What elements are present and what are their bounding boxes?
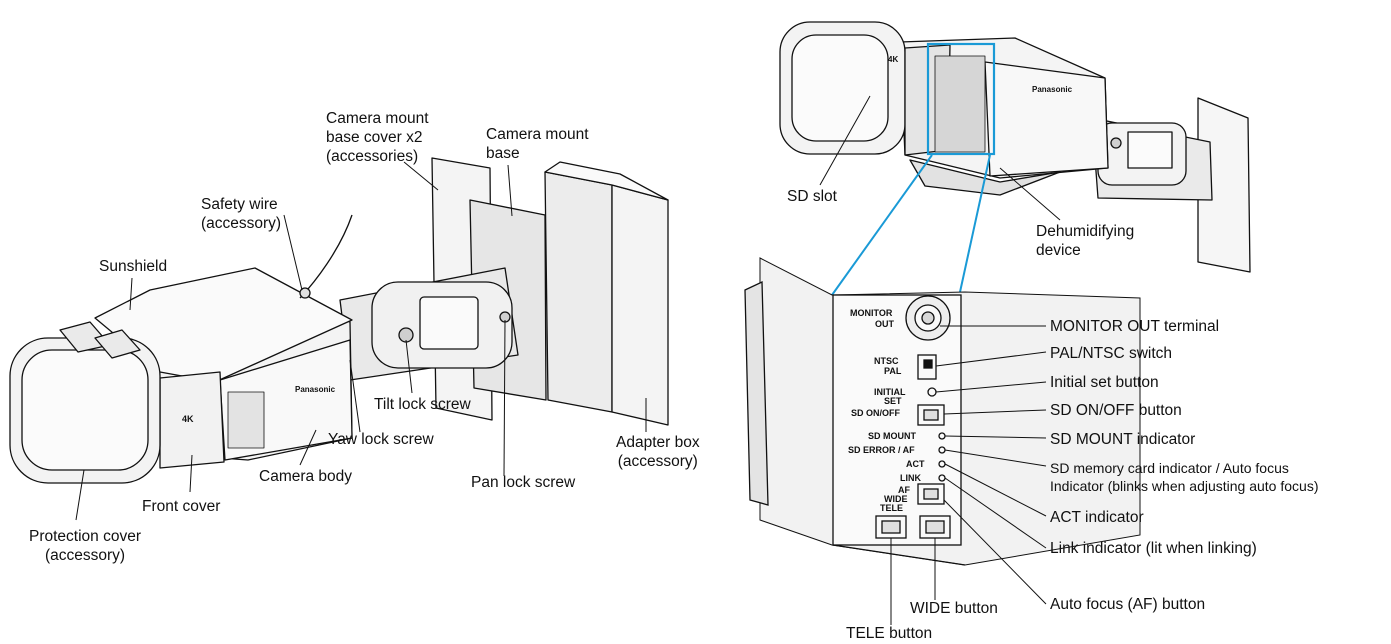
callout-box [926,42,996,156]
panel-initial-2: SET [884,396,902,406]
safety-wire-shape [299,214,353,299]
panel-ntsc: NTSC [874,356,899,366]
label-act-indicator: ACT indicator [1050,509,1144,526]
panel-monitor-2: OUT [875,319,895,329]
label-tilt-lock-screw: Tilt lock screw [374,396,471,413]
tilt-screw-shape [398,327,414,343]
panel-link: LINK [900,473,921,483]
panel-pal: PAL [884,366,902,376]
brand-mark-left: Panasonic [295,385,336,394]
led-sd-error [938,446,946,454]
label-sd-slot: SD slot [787,188,837,205]
label-monitor-out-terminal: MONITOR OUT terminal [1050,318,1220,335]
label-front-cover: Front cover [142,498,221,515]
label-sunshield: Sunshield [99,258,168,275]
label-safety-wire: Safety wire (accessory) [201,196,282,232]
label-yaw-lock-screw: Yaw lock screw [328,431,434,448]
label-pan-lock-screw: Pan lock screw [471,474,576,491]
label-initial-set-button: Initial set button [1050,374,1159,391]
four-k-right: 4K [888,55,898,64]
label-af-button: Auto focus (AF) button [1050,596,1206,613]
panel-af: AF [898,485,910,495]
led-sd-mount [938,432,946,440]
panel-sd-mount: SD MOUNT [868,431,916,441]
label-camera-mount-base-cover: Camera mount base cover x2 (accessories) [326,110,429,165]
label-link-indicator: Link indicator (lit when linking) [1050,540,1257,557]
label-pal-ntsc-switch: PAL/NTSC switch [1050,345,1173,362]
led-link [938,474,946,482]
label-sd-memory-indicator: SD memory card indicator / Auto focus In… [1050,460,1319,494]
panel-act: ACT [906,459,925,469]
panel-tele: TELE [880,503,903,513]
label-sd-onoff-button: SD ON/OFF button [1050,402,1182,419]
label-adapter-box: Adapter box (accessory) [616,434,700,470]
panel-monitor-1: MONITOR [850,308,893,318]
brand-mark-right: Panasonic [1032,85,1073,94]
label-tele-button: TELE button [846,625,933,642]
label-dehumidifying-device: Dehumidifying device [1036,223,1135,259]
four-k-left: 4K [182,414,194,424]
label-sd-mount-indicator: SD MOUNT indicator [1050,431,1196,448]
wall-bracket [1197,97,1251,273]
label-wide-button: WIDE button [910,600,998,617]
adapter-box-plate [544,171,613,413]
label-protection-cover: Protection cover (accessory) [29,528,141,564]
adapter-box [611,184,669,426]
panel-initial-1: INITIAL [874,387,906,397]
panel-sd-onoff: SD ON/OFF [851,408,901,418]
panel-sd-error: SD ERROR / AF [848,445,915,455]
panel-wide: WIDE [884,494,908,504]
leader-lines [75,95,1061,625]
label-camera-mount-base: Camera mount base [486,126,589,162]
label-camera-body: Camera body [259,468,353,485]
led-act [938,460,946,468]
initial-set-hole [927,387,937,397]
